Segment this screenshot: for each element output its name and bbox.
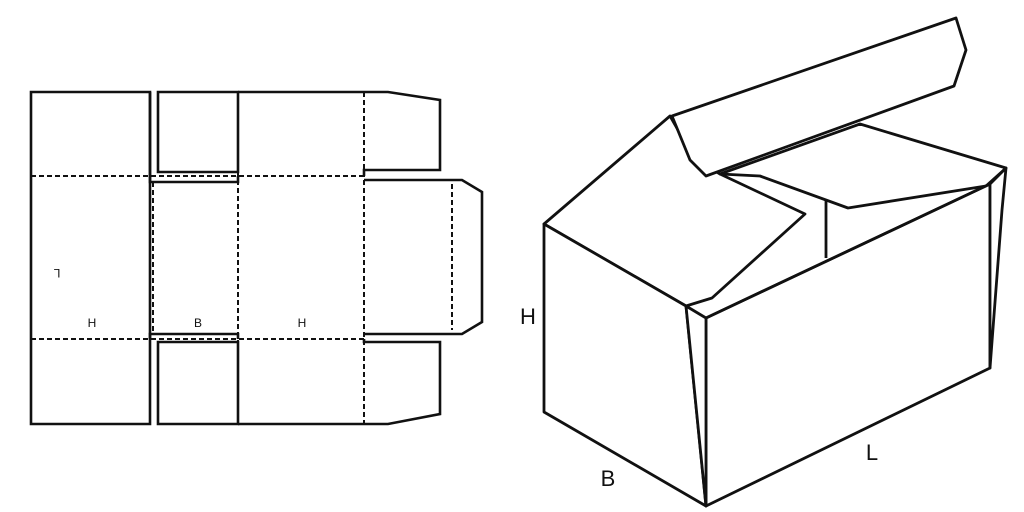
right-edge-flap: [988, 166, 1008, 370]
body-top-edge: [148, 176, 240, 184]
assembled-box-view: H B L: [520, 16, 1008, 508]
front-top-edge: [705, 182, 991, 320]
tuck-tab-outline: [364, 178, 484, 336]
bottom-main-flap-outline: [238, 339, 442, 426]
flat-height-label-middle: H: [298, 316, 307, 330]
box-breadth-label: B: [601, 466, 616, 491]
left-end-panel: [29, 90, 152, 426]
flat-height-label-left: H: [88, 316, 97, 330]
flat-length-marker: L: [53, 266, 60, 280]
flat-blank-layout: L H B H: [29, 90, 484, 426]
open-lid: [670, 16, 968, 178]
bottom-small-flap: [156, 340, 240, 426]
flat-breadth-label: B: [194, 316, 202, 330]
top-small-flap: [156, 90, 240, 174]
box-height-label: H: [520, 304, 536, 329]
box-length-label: L: [866, 440, 878, 465]
top-main-flap-outline: [238, 90, 442, 176]
corner-fold-strip: [684, 304, 708, 508]
